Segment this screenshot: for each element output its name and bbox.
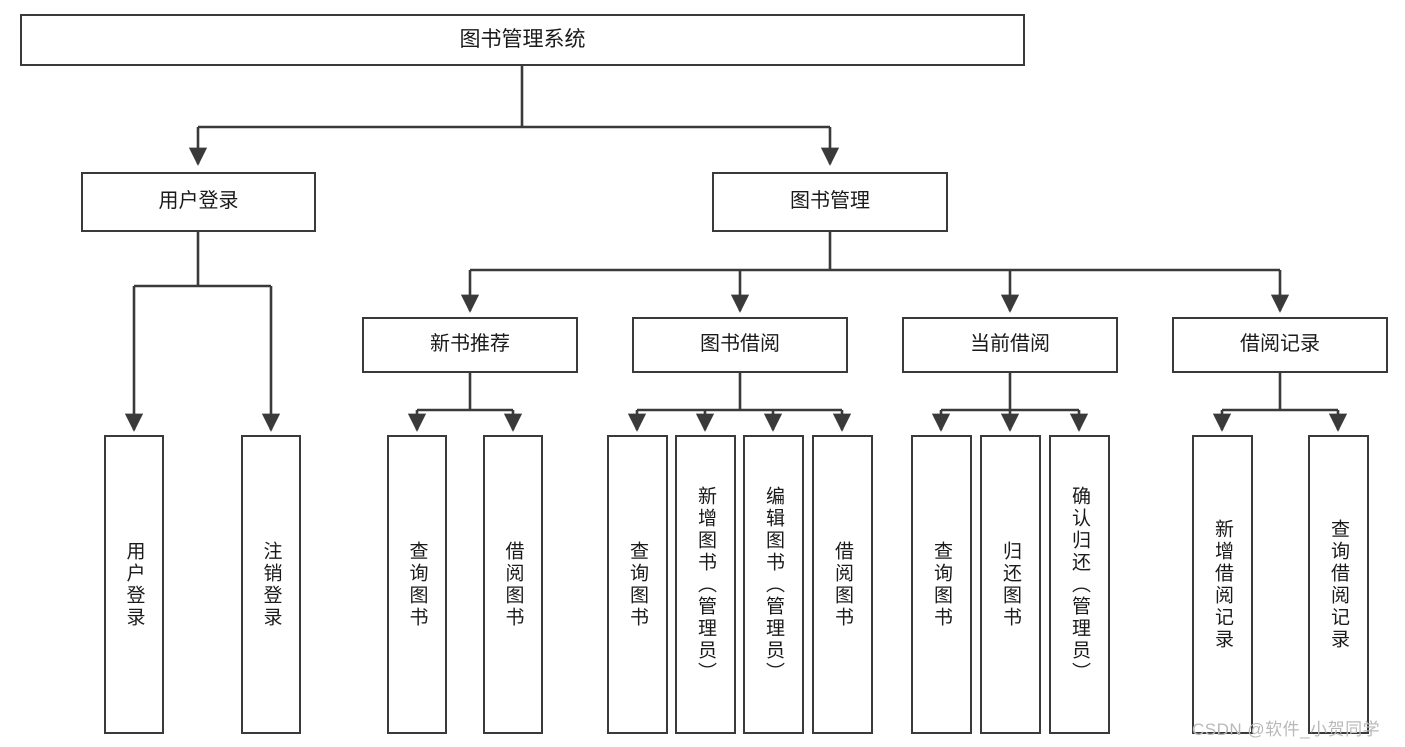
leaf-book-borrow-add[interactable]: 新增图书（管理员） xyxy=(675,435,736,734)
leaf-current-borrow-confirm[interactable]: 确认归还（管理员） xyxy=(1049,435,1110,734)
leaf-book-borrow-edit-label: 编辑图书（管理员） xyxy=(763,485,784,684)
leaf-book-borrow-query[interactable]: 查询图书 xyxy=(607,435,668,734)
leaf-book-borrow-query-label: 查询图书 xyxy=(627,540,648,629)
node-new-book-recommend-label: 新书推荐 xyxy=(430,333,510,356)
leaf-current-borrow-confirm-label: 确认归还（管理员） xyxy=(1069,485,1090,684)
node-borrow-record[interactable]: 借阅记录 xyxy=(1172,317,1388,373)
node-book-borrow-label: 图书借阅 xyxy=(700,333,780,356)
leaf-book-borrow-lend-label: 借阅图书 xyxy=(832,540,853,629)
node-user-login-label: 用户登录 xyxy=(158,190,239,213)
leaf-borrow-record-add-label: 新增借阅记录 xyxy=(1212,518,1233,651)
leaf-new-book-borrow-label: 借阅图书 xyxy=(502,540,524,629)
leaf-current-borrow-return-label: 归还图书 xyxy=(1000,540,1021,629)
node-new-book-recommend[interactable]: 新书推荐 xyxy=(362,317,578,373)
node-borrow-record-label: 借阅记录 xyxy=(1240,333,1320,356)
leaf-current-borrow-return[interactable]: 归还图书 xyxy=(980,435,1041,734)
csdn-watermark: CSDN @软件_小贺同学 xyxy=(1192,720,1381,739)
leaf-book-borrow-add-label: 新增图书（管理员） xyxy=(695,485,716,684)
leaf-current-borrow-query[interactable]: 查询图书 xyxy=(911,435,972,734)
leaf-user-login-login[interactable]: 用户登录 xyxy=(104,435,164,734)
leaf-user-login-logout-label: 注销登录 xyxy=(260,540,282,629)
node-root-label: 图书管理系统 xyxy=(459,27,586,51)
leaf-new-book-query[interactable]: 查询图书 xyxy=(387,435,447,734)
node-user-login[interactable]: 用户登录 xyxy=(81,172,316,232)
node-root[interactable]: 图书管理系统 xyxy=(20,14,1025,66)
node-book-management[interactable]: 图书管理 xyxy=(712,172,948,232)
node-book-borrow[interactable]: 图书借阅 xyxy=(632,317,848,373)
leaf-borrow-record-query[interactable]: 查询借阅记录 xyxy=(1308,435,1369,734)
leaf-user-login-logout[interactable]: 注销登录 xyxy=(241,435,301,734)
leaf-book-borrow-edit[interactable]: 编辑图书（管理员） xyxy=(743,435,804,734)
leaf-current-borrow-query-label: 查询图书 xyxy=(931,540,952,629)
leaf-new-book-borrow[interactable]: 借阅图书 xyxy=(483,435,543,734)
node-book-management-label: 图书管理 xyxy=(790,190,870,213)
leaf-new-book-query-label: 查询图书 xyxy=(406,540,428,629)
node-current-borrow[interactable]: 当前借阅 xyxy=(902,317,1118,373)
node-current-borrow-label: 当前借阅 xyxy=(970,333,1050,356)
leaf-book-borrow-lend[interactable]: 借阅图书 xyxy=(812,435,873,734)
leaf-borrow-record-add[interactable]: 新增借阅记录 xyxy=(1192,435,1253,734)
leaf-borrow-record-query-label: 查询借阅记录 xyxy=(1328,518,1349,651)
leaf-user-login-login-label: 用户登录 xyxy=(123,540,145,629)
